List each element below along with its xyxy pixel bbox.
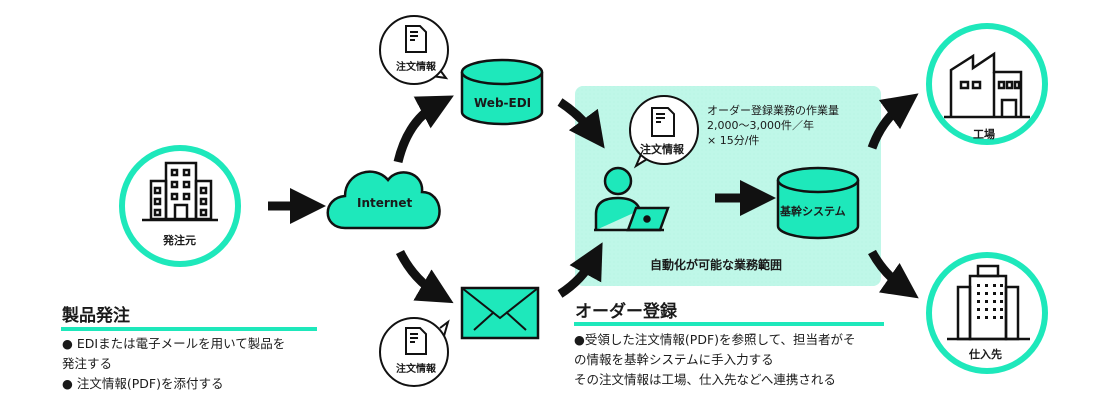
factory-label: 工場 — [973, 128, 995, 141]
factory-node — [926, 23, 1048, 145]
internet-label: Internet — [357, 196, 413, 210]
document-bubble-operator — [629, 95, 699, 169]
core-system-database-icon — [776, 166, 860, 240]
factory-icon — [944, 51, 1030, 119]
core-system-label: 基幹システム — [780, 205, 846, 218]
order-registration-line: の情報を基幹システムに手入力する — [574, 352, 774, 367]
supplier-node — [926, 252, 1048, 374]
order-registration-line: ●受領した注文情報(PDF)を参照して、担当者がそ — [574, 332, 856, 347]
order-registration-title: オーダー登録 — [575, 302, 677, 322]
ordering-description: ● EDIまたは電子メールを用いて製品を 発注する ● 注文情報(PDF)を添付… — [62, 334, 285, 394]
workload-note: オーダー登録業務の作業量 2,000〜3,000件／年 × 15分/件 — [707, 103, 839, 148]
envelope-icon — [460, 286, 540, 340]
ordering-line: ● EDIまたは電子メールを用いて製品を — [62, 336, 286, 351]
order-registration-description: ●受領した注文情報(PDF)を参照して、担当者がそ の情報を基幹システムに手入力… — [574, 330, 856, 390]
database-icon — [460, 58, 544, 126]
doc-bottom-label: 注文情報 — [396, 364, 436, 375]
arrow-internet-to-webedi — [393, 95, 454, 164]
document-bubble-bottom — [379, 317, 450, 387]
person-laptop-icon — [594, 166, 670, 232]
cloud-icon — [326, 170, 441, 230]
document-bubble-top — [379, 15, 449, 85]
order-registration-underline — [574, 322, 884, 326]
arrow-email-to-operator — [557, 242, 603, 298]
arrow-internet-to-email — [395, 249, 454, 304]
doc-operator-label: 注文情報 — [640, 143, 684, 156]
document-icon — [405, 25, 427, 53]
ordering-line: ● 注文情報(PDF)を添付する — [62, 376, 224, 391]
document-icon — [405, 327, 427, 355]
ordering-line: 発注する — [62, 356, 113, 371]
workload-line: オーダー登録業務の作業量 — [707, 104, 839, 117]
ordering-underline — [61, 327, 317, 331]
automation-scope-caption: 自動化が可能な業務範囲 — [650, 258, 783, 272]
workload-line: × 15分/件 — [707, 134, 760, 147]
building-icon — [947, 264, 1030, 341]
ordering-title: 製品発注 — [62, 306, 130, 326]
doc-top-label: 注文情報 — [396, 62, 436, 73]
arrow-core-to-factory — [867, 93, 919, 150]
document-icon — [651, 107, 675, 137]
order-registration-line: その注文情報は工場、仕入先などへ連携される — [574, 372, 836, 387]
arrow-core-to-supplier — [868, 249, 919, 299]
orderer-node — [119, 145, 241, 267]
arrow-webedi-to-operator — [557, 98, 605, 149]
orderer-label: 発注元 — [163, 234, 196, 247]
webedi-label: Web-EDI — [474, 96, 532, 110]
workload-line: 2,000〜3,000件／年 — [707, 119, 814, 132]
supplier-label: 仕入先 — [969, 348, 1002, 361]
office-building-icon — [142, 161, 218, 222]
